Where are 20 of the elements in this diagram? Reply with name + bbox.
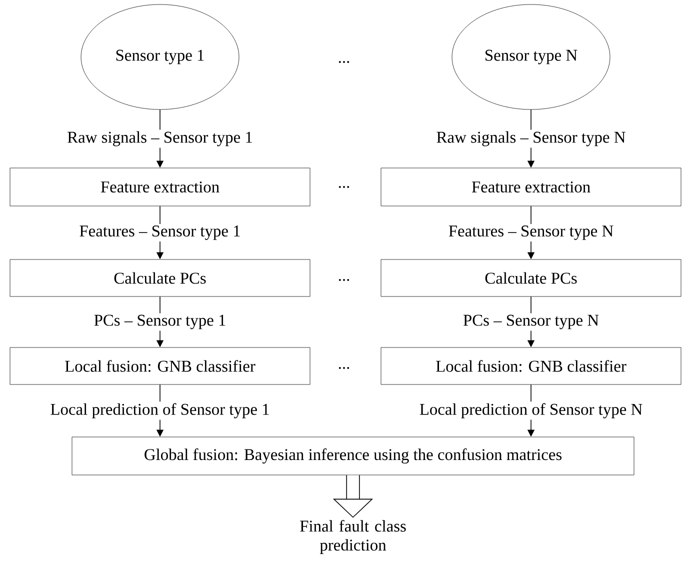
- edge-label: PCs – Sensor type N: [461, 313, 601, 331]
- ellipsis: ...: [338, 61, 350, 63]
- output-text: Final fault class prediction: [300, 520, 406, 554]
- edge-label: Local prediction of Sensor type 1: [48, 402, 272, 420]
- edge-label: Features – Sensor type 1: [78, 224, 242, 242]
- process-box: Calculate PCs: [380, 259, 682, 297]
- edge-label: PCs – Sensor type 1: [92, 313, 228, 331]
- edge-label: Local prediction of Sensor type N: [418, 402, 644, 420]
- ellipsis: ...: [338, 186, 350, 188]
- ellipsis: ...: [338, 367, 350, 369]
- edge-label: Raw signals – Sensor type 1: [66, 130, 254, 148]
- process-box: Feature extraction: [380, 168, 682, 206]
- process-box: Global fusion: Bayesian inference using the confusion matrices: [72, 436, 634, 476]
- process-box: Calculate PCs: [10, 259, 310, 297]
- edge-label: Features – Sensor type N: [446, 224, 616, 242]
- process-box: Feature extraction: [10, 168, 310, 206]
- process-box: Local fusion: GNB classifier: [380, 347, 682, 385]
- ellipsis: ...: [338, 279, 350, 281]
- edge-label: Raw signals – Sensor type N: [434, 130, 628, 148]
- process-box: Local fusion: GNB classifier: [10, 347, 310, 385]
